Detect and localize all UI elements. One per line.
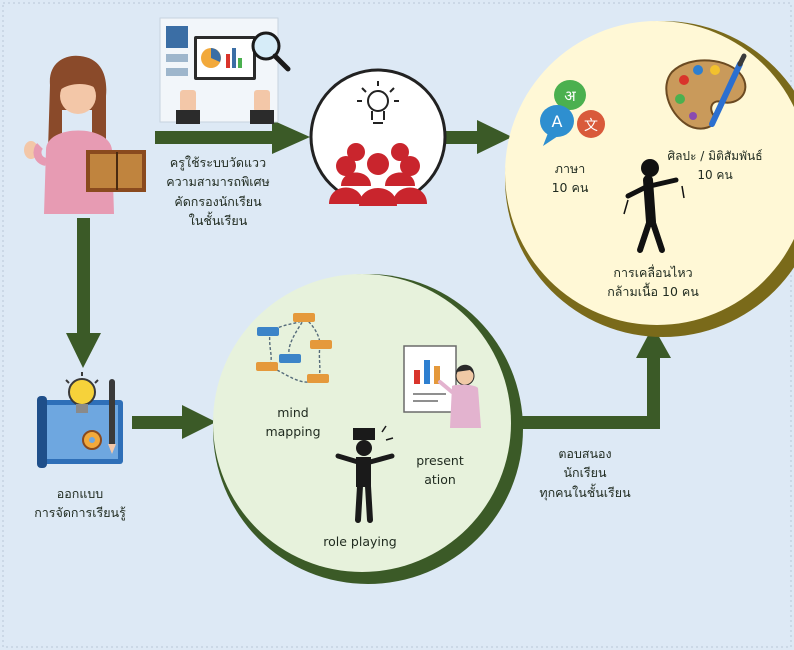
presentation-line: ation (424, 472, 456, 488)
talent-language-line: 10 คน (551, 180, 589, 196)
teacher-icon (24, 55, 146, 214)
arrow-design-to-activities (132, 405, 216, 439)
lightbulb-icon (357, 81, 399, 124)
talent-language-label: ภาษา 10 คน (540, 159, 600, 198)
teacher-caption-line: คัดกรองนักเรียน (174, 193, 262, 209)
design-caption-line: ออกแบบ (56, 486, 104, 501)
classroom-circle (309, 68, 447, 206)
talent-language-line: ภาษา (554, 161, 586, 176)
arrow-activities-to-talents (510, 326, 671, 429)
mind-mapping-line: mind (277, 405, 309, 420)
talent-movement-label: การเคลื่อนไหว กล้ามเนื้อ 10 คน (583, 263, 723, 302)
presentation-label: present ation (405, 451, 475, 490)
design-caption-line: การจัดการเรียนรู้ (34, 505, 126, 521)
presentation-icon (403, 345, 481, 428)
teacher-caption-line: ในชั้นเรียน (188, 213, 248, 229)
talent-art-label: ศิลปะ / มิติสัมพันธ์ 10 คน (640, 147, 790, 184)
arrow-teacher-to-class (155, 120, 310, 154)
arrow-teacher-to-design (66, 218, 101, 368)
teacher-caption-line: ครูใช้ระบบวัดแวว (169, 155, 267, 170)
latin-glyph: A (552, 112, 563, 131)
role-playing-figure-icon (335, 425, 395, 523)
talent-movement-line: กล้ามเนื้อ 10 คน (607, 284, 699, 300)
hindi-glyph: अ (564, 87, 576, 105)
language-icon: अ A 文 (540, 80, 605, 146)
role-playing-label: role playing (323, 534, 397, 549)
chinese-glyph: 文 (584, 118, 598, 134)
mind-mapping-label: mind mapping (258, 403, 328, 442)
palette-icon (665, 53, 747, 130)
response-caption-line: ตอบสนอง (558, 446, 612, 461)
talent-movement-line: การเคลื่อนไหว (613, 265, 693, 280)
people-group-icon (329, 143, 427, 206)
response-caption: ตอบสนอง นักเรียน ทุกคนในชั้นเรียน (525, 444, 645, 502)
response-caption-line: ทุกคนในชั้นเรียน (539, 484, 631, 500)
teacher-caption-line: ความสามารถพิเศษ (166, 174, 270, 190)
movement-figure-icon (623, 159, 685, 253)
mind-map-icon (256, 313, 332, 383)
mind-mapping-line: mapping (265, 424, 321, 440)
talent-art-line: 10 คน (697, 167, 733, 182)
talent-art-line: ศิลปะ / มิติสัมพันธ์ (667, 149, 763, 163)
presentation-line: present (416, 453, 464, 468)
arrow-class-to-talents (445, 120, 512, 154)
dashboard-analysis-icon (159, 17, 291, 124)
response-caption-line: นักเรียน (563, 465, 607, 481)
design-caption: ออกแบบ การจัดการเรียนรู้ (20, 484, 140, 523)
teacher-screening-caption: ครูใช้ระบบวัดแวว ความสามารถพิเศษ คัดกรอง… (163, 153, 273, 231)
design-blueprint-icon (37, 372, 123, 468)
